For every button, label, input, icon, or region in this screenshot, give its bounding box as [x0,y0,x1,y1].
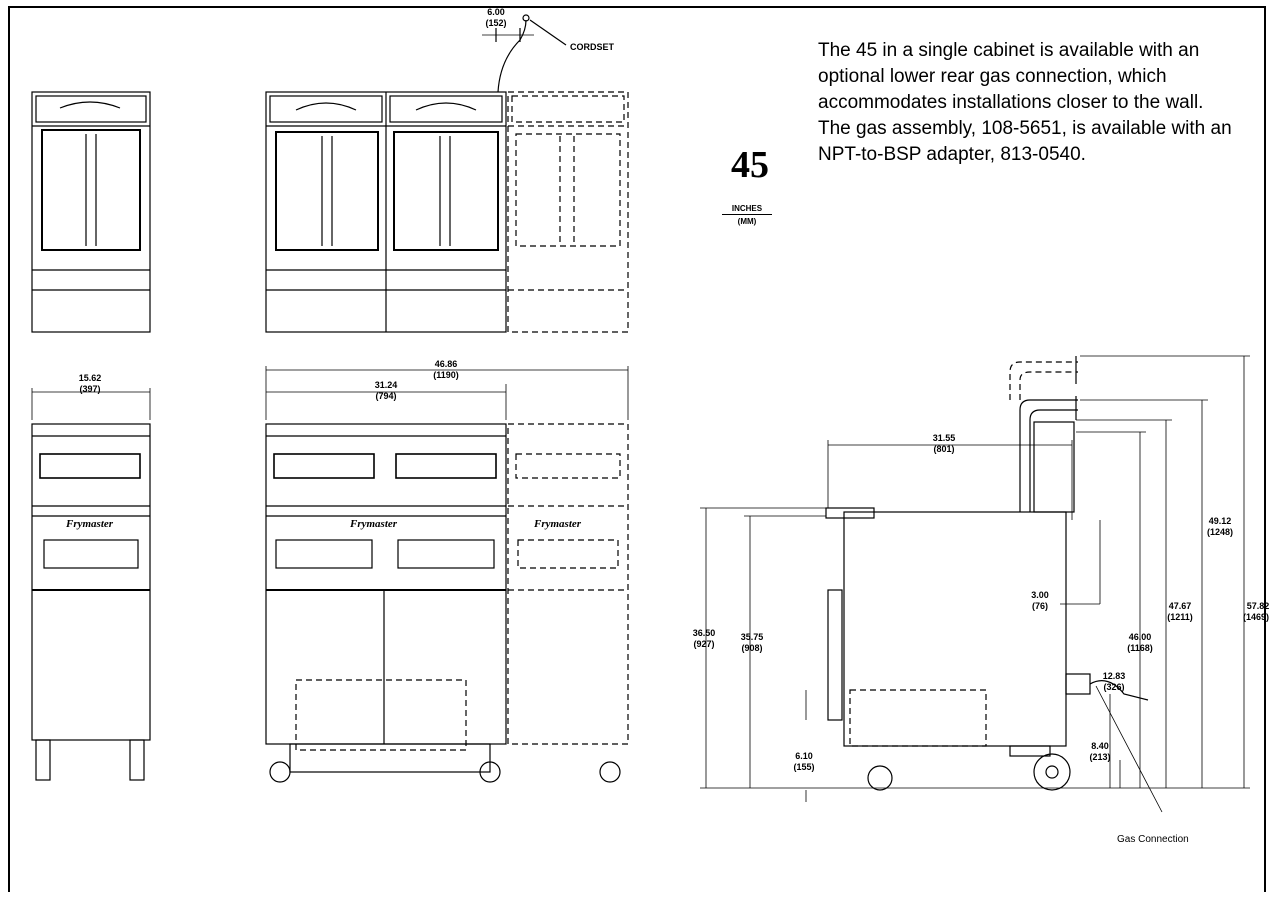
side-view-dimension-lines [700,355,1250,813]
svg-text:(1469): (1469) [1243,612,1269,622]
svg-text:46.86: 46.86 [435,359,458,369]
svg-text:57.82: 57.82 [1247,601,1270,611]
svg-text:(1211): (1211) [1167,612,1193,622]
dim-height-back: 46.00 (1168) [1127,632,1153,653]
units-inches-label: INCHES [722,204,772,215]
svg-text:(908): (908) [741,643,762,653]
svg-text:6.10: 6.10 [795,751,813,761]
svg-text:12.83: 12.83 [1103,671,1126,681]
optional-cabinet-front-view [507,423,629,745]
svg-text:8.40: 8.40 [1091,741,1109,751]
svg-text:31.55: 31.55 [933,433,956,443]
single-fryer-front-view [31,388,151,781]
dim-depth: 31.55 (801) [933,433,956,454]
svg-text:(1248): (1248) [1207,527,1233,537]
dim-overall-width: 46.86 (1190) [433,359,459,380]
dim-caster-height: 6.10 (155) [793,751,814,772]
svg-text:(927): (927) [693,639,714,649]
dim-height-top: 36.50 (927) [693,628,716,649]
svg-text:49.12: 49.12 [1209,516,1232,526]
dim-single-width: 15.62 (397) [79,373,102,394]
svg-text:15.62: 15.62 [79,373,102,383]
dim-rear-offset: 3.00 (76) [1031,590,1049,611]
brand-logo-double: Frymaster [349,518,398,530]
svg-text:(801): (801) [933,444,954,454]
svg-text:6.00: 6.00 [487,7,505,17]
svg-text:36.50: 36.50 [693,628,716,638]
dim-double-width: 31.24 (794) [375,380,398,401]
dim-height-worktop: 35.75 (908) [741,632,764,653]
svg-text:(76): (76) [1032,601,1048,611]
svg-text:46.00: 46.00 [1129,632,1152,642]
brand-logo-single: Frymaster [65,518,114,530]
gas-connection-label: Gas Connection [1117,834,1189,845]
cordset-label: CORDSET [570,42,615,52]
description-text: The 45 in a single cabinet is available … [818,40,1232,165]
dim-height-flue: 47.67 (1211) [1167,601,1193,622]
svg-text:(397): (397) [79,384,100,394]
optional-cabinet-top-view [507,91,629,333]
svg-text:(155): (155) [793,762,814,772]
svg-text:(794): (794) [375,391,396,401]
fryer-side-view [825,356,1149,791]
dim-height-flue-upper: 49.12 (1248) [1207,516,1233,537]
dim-height-total: 57.82 (1469) [1243,601,1269,622]
svg-text:35.75: 35.75 [741,632,764,642]
svg-text:31.24: 31.24 [375,380,398,390]
svg-text:(326): (326) [1103,682,1124,692]
brand-logo-optional: Frymaster [533,518,582,530]
svg-text:3.00: 3.00 [1031,590,1049,600]
double-fryer-top-view [265,14,567,333]
units-mm-label: (MM) [737,217,757,226]
dim-gas-low: 8.40 (213) [1089,741,1110,762]
svg-text:(152): (152) [485,18,506,28]
svg-text:(1190): (1190) [433,370,459,380]
dim-cord-offset: 6.00 (152) [485,7,506,28]
svg-text:47.67: 47.67 [1169,601,1192,611]
svg-text:(1168): (1168) [1127,643,1153,653]
svg-text:(213): (213) [1089,752,1110,762]
double-fryer-front-view [265,366,629,783]
dim-gas-height: 12.83 (326) [1103,671,1126,692]
drawing-frame [8,6,1266,892]
single-fryer-top-view [31,91,151,333]
model-number: 45 [731,144,769,186]
